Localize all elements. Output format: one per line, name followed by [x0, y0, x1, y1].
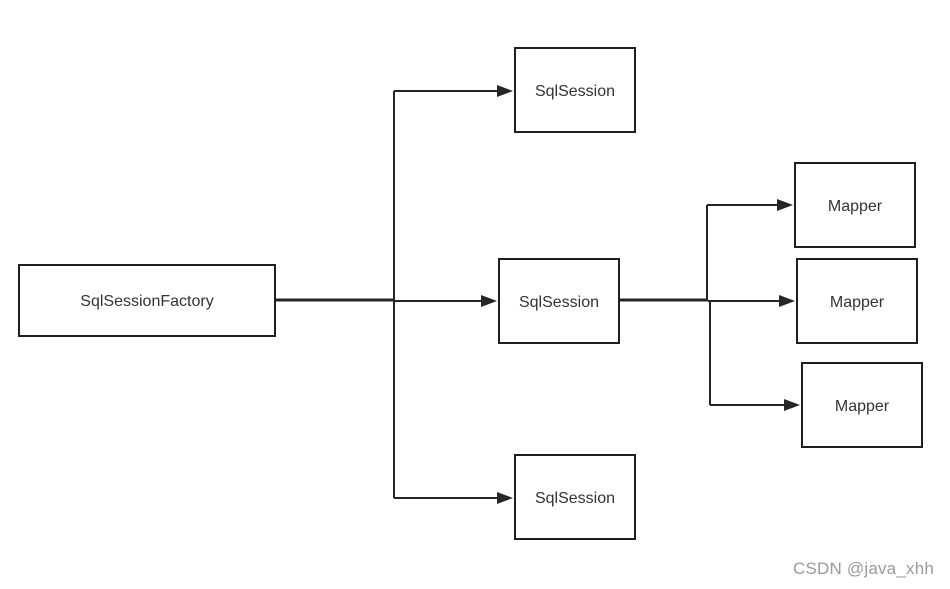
arrowhead-mapper-2: [779, 295, 795, 307]
node-sqlsession-bottom-label: SqlSession: [535, 490, 615, 507]
arrowhead-mapper-1: [777, 199, 793, 211]
node-sqlsession-bottom: SqlSession: [514, 454, 636, 540]
arrowhead-mapper-3: [784, 399, 800, 411]
node-sqlsessionfactory-label: SqlSessionFactory: [80, 293, 213, 310]
node-mapper-2-label: Mapper: [830, 294, 885, 311]
node-mapper-1-label: Mapper: [828, 198, 883, 215]
arrowhead-session-top: [497, 85, 513, 97]
factory-to-sessions-edges: [276, 85, 513, 504]
session-to-mappers-edges: [620, 199, 800, 411]
node-mapper-3: Mapper: [801, 362, 923, 448]
node-sqlsession-middle: SqlSession: [498, 258, 620, 344]
node-mapper-1: Mapper: [794, 162, 916, 248]
arrowhead-session-bottom: [497, 492, 513, 504]
node-sqlsessionfactory: SqlSessionFactory: [18, 264, 276, 337]
csdn-watermark: CSDN @java_xhh: [793, 559, 934, 578]
node-sqlsession-middle-label: SqlSession: [519, 294, 599, 311]
node-mapper-3-label: Mapper: [835, 398, 890, 415]
arrowhead-session-middle: [481, 295, 497, 307]
node-sqlsession-top-label: SqlSession: [535, 83, 615, 100]
node-mapper-2: Mapper: [796, 258, 918, 344]
node-sqlsession-top: SqlSession: [514, 47, 636, 133]
